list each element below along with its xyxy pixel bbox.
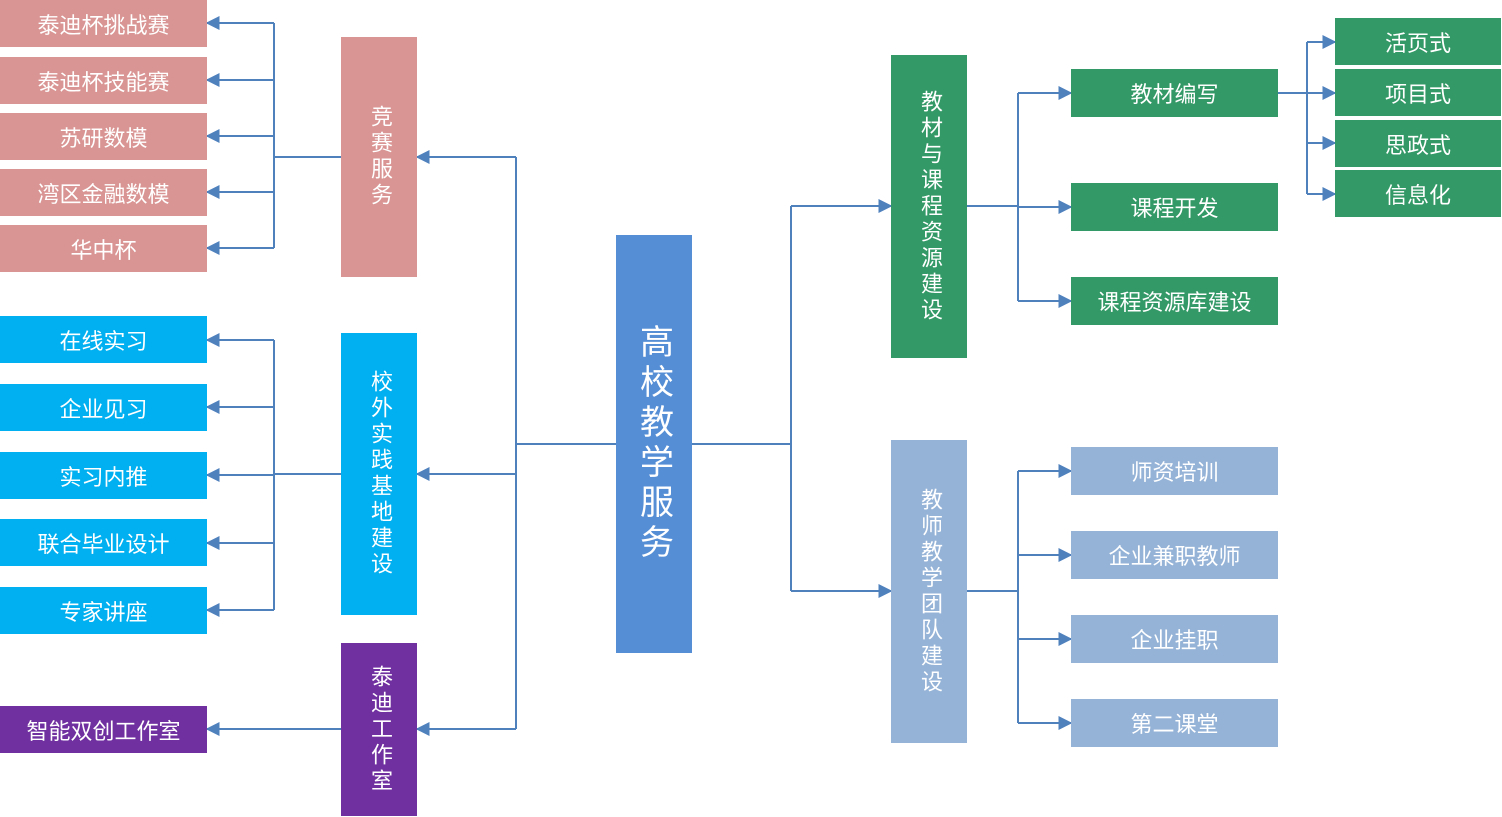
textbook-type-1: 活页式 xyxy=(1335,18,1501,65)
tipdm-studio-box: 泰迪工作室 xyxy=(341,643,417,816)
practice-base-box: 校外实践基地建设 xyxy=(341,333,417,615)
course-item-development: 课程开发 xyxy=(1071,183,1278,231)
practice-item-5: 专家讲座 xyxy=(0,587,207,634)
textbook-type-3: 思政式 xyxy=(1335,120,1501,167)
competition-item-1: 泰迪杯挑战赛 xyxy=(0,0,207,47)
textbook-type-4: 信息化 xyxy=(1335,170,1501,217)
course-resource-box: 教材与课程资源建设 xyxy=(891,55,967,358)
course-item-resource-library: 课程资源库建设 xyxy=(1071,277,1278,325)
textbook-type-2: 项目式 xyxy=(1335,69,1501,116)
practice-item-2: 企业见习 xyxy=(0,384,207,431)
teacher-item-4: 第二课堂 xyxy=(1071,699,1278,747)
course-item-textbook: 教材编写 xyxy=(1071,69,1278,117)
competition-item-2: 泰迪杯技能赛 xyxy=(0,57,207,104)
practice-item-4: 联合毕业设计 xyxy=(0,519,207,566)
studio-item-1: 智能双创工作室 xyxy=(0,706,207,753)
competition-service-box: 竞赛服务 xyxy=(341,37,417,277)
practice-item-1: 在线实习 xyxy=(0,316,207,363)
teacher-item-1: 师资培训 xyxy=(1071,447,1278,495)
teacher-team-box: 教师教学团队建设 xyxy=(891,440,967,743)
teacher-item-3: 企业挂职 xyxy=(1071,615,1278,663)
practice-item-3: 实习内推 xyxy=(0,452,207,499)
center-teaching-service-box: 高校教学服务 xyxy=(616,235,692,653)
competition-item-4: 湾区金融数模 xyxy=(0,169,207,216)
competition-item-5: 华中杯 xyxy=(0,225,207,272)
competition-item-3: 苏研数模 xyxy=(0,113,207,160)
teacher-item-2: 企业兼职教师 xyxy=(1071,531,1278,579)
